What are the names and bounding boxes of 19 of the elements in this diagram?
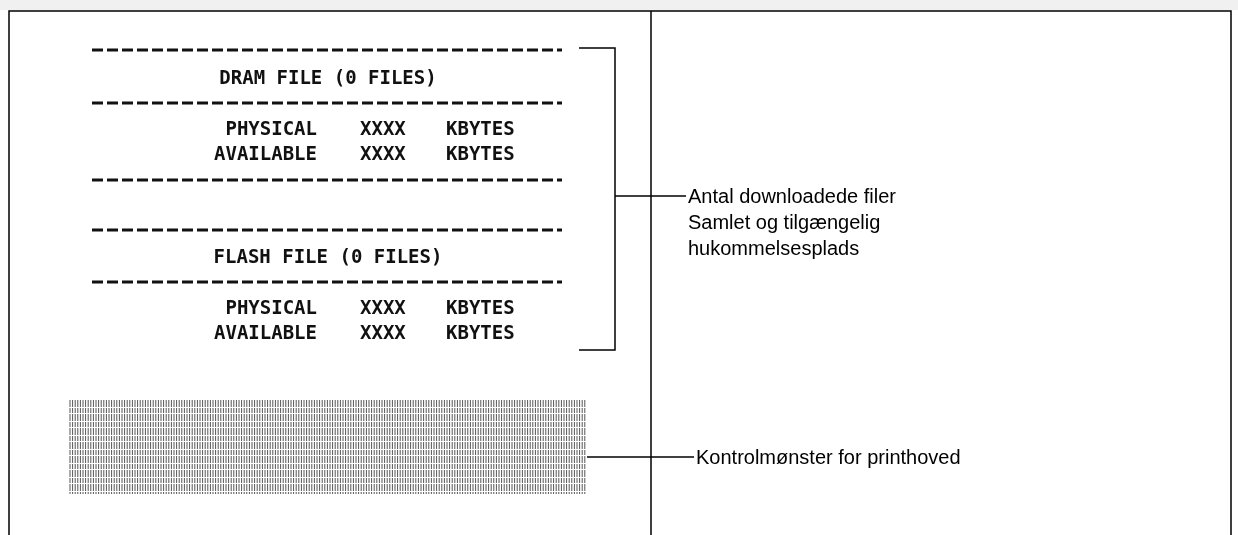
unit-label: KBYTES [446, 296, 515, 318]
callout-text: Kontrolmønster for printhoved [696, 445, 962, 470]
memory-label: PHYSICAL [225, 117, 317, 139]
leader-line [614, 195, 687, 197]
callout-text: Samlet og tilgængelig hukommelsesplads [688, 210, 882, 261]
memory-label: AVAILABLE [214, 142, 317, 164]
section-heading: FLASH FILE (0 FILES) [212, 245, 444, 267]
memory-value: XXXX [360, 321, 406, 343]
leader-line [586, 456, 695, 458]
section-heading: DRAM FILE (0 FILES) [218, 66, 438, 88]
unit-label: KBYTES [446, 142, 515, 164]
memory-value: XXXX [360, 117, 406, 139]
memory-value: XXXX [360, 296, 406, 318]
memory-value: XXXX [360, 142, 406, 164]
unit-label: KBYTES [446, 117, 515, 139]
callout-text: Antal downloadede filer [688, 184, 897, 209]
unit-label: KBYTES [446, 321, 515, 343]
memory-label: AVAILABLE [214, 321, 317, 343]
memory-label: PHYSICAL [225, 296, 317, 318]
